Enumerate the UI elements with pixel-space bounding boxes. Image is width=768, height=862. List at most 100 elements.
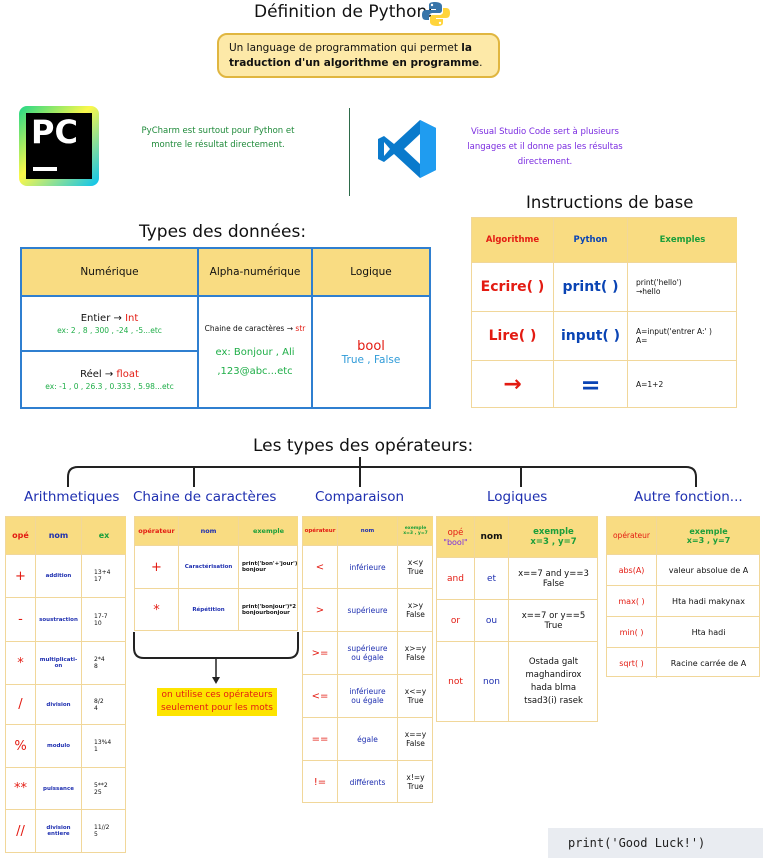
autre-op: abs(A) — [607, 554, 657, 585]
chaine-title: Chaine de caractères — [133, 489, 277, 505]
definition-box: Un language de programmation qui permet … — [217, 33, 500, 78]
chaine-op-mult: * — [135, 588, 179, 631]
arith-name: addition — [36, 554, 82, 597]
log-ex-not: Ostada galt maghandirox hada blma tsad3(… — [509, 641, 598, 722]
arith-ex: 13%4 1 — [82, 724, 126, 767]
down-arrow-icon — [212, 677, 220, 684]
instructions-python-input: input( ) — [554, 311, 628, 360]
log-op-and: and — [437, 557, 475, 599]
arith-ex: 5**2 25 — [82, 767, 126, 809]
log-header-nom: nom — [475, 517, 509, 557]
chaine-op-plus: + — [135, 545, 179, 588]
autre-table: opérateur exemple x=3 , y=7 abs(A)valeur… — [606, 516, 760, 678]
autre-op: min( ) — [607, 616, 657, 647]
page-title: Définition de Python: — [254, 2, 434, 22]
comp-op: == — [303, 717, 338, 760]
good-luck-code: print('Good Luck!') — [548, 828, 763, 858]
autre-header-op: opérateur — [607, 517, 657, 554]
log-name-non: non — [475, 641, 509, 722]
instructions-algo-arrow: → — [472, 360, 554, 408]
comp-op: != — [303, 760, 338, 803]
operators-title: Les types des opérateurs: — [253, 436, 474, 456]
chaine-name-caract: Caractérisation — [179, 545, 239, 588]
arith-header-ope: opé — [6, 517, 36, 554]
autre-ex: valeur absolue de A — [657, 554, 760, 585]
arith-header-ex: ex — [82, 517, 126, 554]
pycharm-logo-text: PC — [31, 113, 78, 151]
arith-title: Arithmetiques — [24, 489, 120, 505]
comp-name: inférieure — [338, 545, 398, 588]
pycharm-description: PyCharm est surtout pour Python et montr… — [141, 126, 295, 150]
log-header-ex: exemple x=3 , y=7 — [509, 517, 598, 557]
comp-header-ex: exemple x=3 , y=7 — [398, 517, 433, 545]
comp-header-nom: nom — [338, 517, 398, 545]
comp-name: supérieure ou égale — [338, 631, 398, 674]
chaine-bracket — [133, 632, 299, 680]
instructions-algo-lire: Lire( ) — [472, 311, 554, 360]
arith-ex: 2*4 8 — [82, 641, 126, 684]
arith-ex: 13+4 17 — [82, 554, 126, 597]
autre-ex: Racine carrée de A — [657, 647, 760, 678]
comp-op: <= — [303, 674, 338, 717]
comparaison-table: opérateur nom exemple x=3 , y=7 <inférie… — [302, 516, 433, 803]
comp-name: différents — [338, 760, 398, 803]
instructions-python-print: print( ) — [554, 262, 628, 311]
arith-name: multiplicati- on — [36, 641, 82, 684]
instructions-example-assign: A=1+2 — [628, 360, 737, 408]
python-logo-icon — [422, 2, 450, 26]
comp-ex: x<y True — [398, 545, 433, 588]
arith-op: + — [6, 554, 36, 597]
comp-ex: x<=y True — [398, 674, 433, 717]
instructions-algo-ecrire: Ecrire( ) — [472, 262, 554, 311]
chaine-header-op: opérateur — [135, 517, 179, 545]
operators-bracket — [67, 457, 697, 487]
instructions-header-python: Python — [554, 218, 628, 262]
arith-name: soustraction — [36, 597, 82, 641]
arith-ex: 11//2 5 — [82, 809, 126, 852]
log-name-et: et — [475, 557, 509, 599]
comp-header-op: opérateur — [303, 517, 338, 545]
log-header-ope: opé "bool" — [437, 517, 475, 557]
instructions-table: Algorithme Python Exemples Ecrire( ) pri… — [471, 217, 737, 408]
autre-ex: Hta hadi makynax — [657, 585, 760, 616]
types-table: Numérique Alpha-numérique Logique Entier… — [20, 247, 431, 409]
log-name-ou: ou — [475, 599, 509, 641]
arith-ex: 17-7 10 — [82, 597, 126, 641]
chaine-header-nom: nom — [179, 517, 239, 545]
arith-name: division — [36, 684, 82, 724]
ide-divider — [349, 108, 350, 196]
chaine-ex-plus: print('bon'+'jour') bonjour — [239, 545, 298, 588]
instructions-title: Instructions de base — [526, 193, 694, 212]
log-ex-or: x==7 or y==5 True — [509, 599, 598, 641]
arith-ex: 8/2 4 — [82, 684, 126, 724]
comparaison-title: Comparaison — [315, 489, 405, 505]
types-header-logique: Logique — [313, 249, 429, 297]
log-op-or: or — [437, 599, 475, 641]
instructions-header-algorithme: Algorithme — [472, 218, 554, 262]
arith-name: puissance — [36, 767, 82, 809]
logiques-table: opé "bool" nom exemple x=3 , y=7 and et … — [436, 516, 598, 722]
instructions-python-equals: = — [554, 360, 628, 408]
arith-op: * — [6, 641, 36, 684]
pycharm-logo-icon: PC — [19, 106, 99, 186]
vscode-logo-icon — [378, 120, 436, 178]
logiques-title: Logiques — [487, 489, 548, 505]
arith-header-nom: nom — [36, 517, 82, 554]
autre-op: sqrt( ) — [607, 647, 657, 678]
arith-op: ** — [6, 767, 36, 809]
comp-name: inférieure ou égale — [338, 674, 398, 717]
arith-op: - — [6, 597, 36, 641]
types-bool-cell: bool True , False — [341, 338, 401, 366]
comp-name: égale — [338, 717, 398, 760]
comp-op: < — [303, 545, 338, 588]
types-title: Types des données: — [139, 222, 307, 242]
chaine-note: on utilise ces opérateurs seulement pour… — [157, 688, 277, 716]
comp-ex: x!=y True — [398, 760, 433, 803]
chaine-ex-mult: print('bonjour')*2 bonjourbonjour — [239, 588, 298, 631]
comp-ex: x>y False — [398, 588, 433, 631]
types-int-cell: Entier → Int ex: 2 , 8 , 300 , -24 , -5.… — [22, 297, 199, 352]
vscode-description: Visual Studio Code sert à plusieurs lang… — [467, 127, 623, 167]
instructions-example-input: A=input('entrer A:' ) A= — [628, 311, 737, 360]
autre-title: Autre fonction... — [634, 489, 743, 505]
